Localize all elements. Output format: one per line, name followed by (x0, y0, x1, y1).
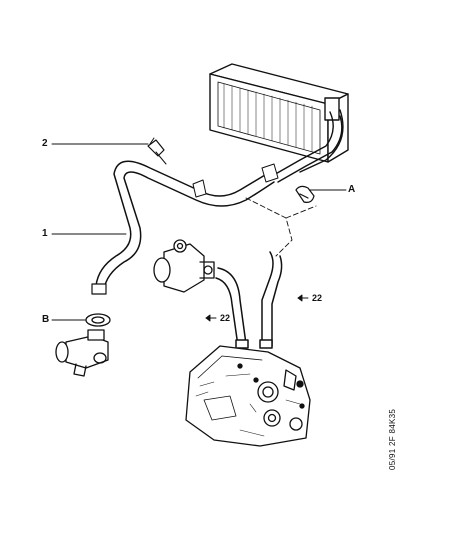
connection-dashes (245, 197, 317, 257)
callout-b: B (42, 314, 50, 325)
bleed-screw-2 (147, 137, 167, 165)
engine-block (185, 345, 311, 447)
drawing-reference-stamp: 05/91 2F 84K35 (388, 408, 397, 470)
clip-a (295, 185, 315, 203)
heater-radiator (209, 63, 349, 183)
ref-22-right: 22 (312, 293, 323, 303)
clamp-b-fitting (55, 313, 111, 377)
callout-leaders (51, 143, 347, 321)
callout-1: 1 (42, 228, 48, 239)
ref-arrows (205, 294, 309, 322)
ref-22-left: 22 (220, 313, 231, 323)
callout-a: A (348, 184, 356, 195)
hose-1 (91, 160, 279, 295)
thermostat-housing (153, 239, 215, 293)
callout-2: 2 (42, 138, 48, 149)
return-hoses (215, 251, 283, 349)
